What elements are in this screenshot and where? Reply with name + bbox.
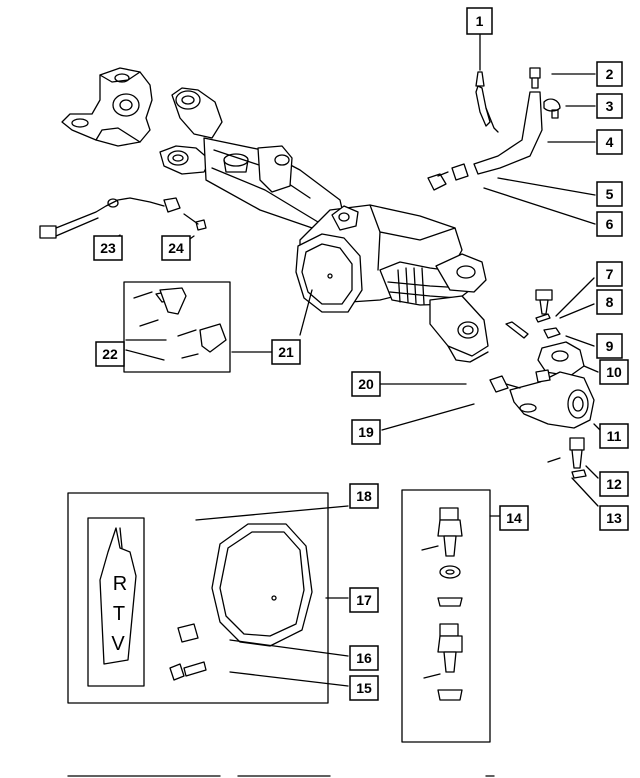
- ball-joint-kit-14: [401, 489, 501, 743]
- callout-box-3: [596, 93, 623, 119]
- callout-label-19: 19: [358, 424, 374, 440]
- stud-bolt: [505, 321, 529, 339]
- hose-clamp-3: [543, 98, 596, 119]
- nut-19-20: [377, 375, 521, 431]
- axle-housing: [159, 87, 489, 363]
- callout-label-20: 20: [358, 376, 374, 392]
- callout-box-16: [349, 645, 379, 671]
- callout-box-23: [93, 235, 123, 261]
- callout-box-11: [599, 423, 629, 449]
- castle-nut-9: [543, 327, 595, 347]
- vent-fitting-2: [529, 67, 596, 89]
- callout-box-5: [596, 181, 623, 207]
- callout-box-2: [596, 61, 623, 87]
- callout-box-8: [596, 289, 623, 315]
- callout-label-17: 17: [356, 592, 372, 608]
- lower-ball-joint-12: [569, 437, 599, 479]
- callout-label-7: 7: [606, 266, 614, 282]
- callout-box-19: [351, 419, 381, 445]
- steering-knuckle-11: [509, 371, 601, 431]
- callout-box-13: [599, 505, 629, 531]
- callout-box-20: [351, 371, 381, 397]
- callout-box-1: [466, 7, 493, 35]
- bolt-kit-22: [123, 281, 313, 373]
- callout-label-23: 23: [100, 240, 116, 256]
- callout-label-11: 11: [607, 428, 622, 444]
- callout-label-16: 16: [356, 650, 372, 666]
- callout-label-13: 13: [606, 510, 622, 526]
- callout-box-7: [596, 261, 623, 287]
- vent-hose-4: [473, 91, 596, 175]
- callout-box-14: [499, 505, 529, 531]
- callout-label-6: 6: [606, 216, 614, 232]
- callout-label-5: 5: [606, 186, 614, 202]
- callout-label-22: 22: [102, 346, 118, 362]
- rtv-letter-v: V: [111, 633, 125, 655]
- callout-box-4: [596, 129, 623, 155]
- cotter-pin-8: [535, 303, 595, 323]
- callout-box-10: [599, 359, 629, 385]
- callout-label-8: 8: [606, 294, 614, 310]
- callout-label-3: 3: [606, 98, 614, 114]
- callout-box-18: [349, 483, 379, 509]
- callout-label-1: 1: [476, 13, 484, 29]
- steering-knuckle-10: [537, 341, 599, 377]
- callout-label-21: 21: [278, 344, 294, 360]
- callout-box-12: [599, 471, 629, 497]
- callout-box-21: [271, 339, 301, 365]
- callout-label-9: 9: [606, 338, 614, 354]
- callout-box-17: [349, 587, 379, 613]
- steering-knuckle-left: [61, 67, 153, 147]
- rtv-letter-r: R: [113, 573, 127, 595]
- ball-joint-7: [535, 277, 595, 317]
- callout-box-15: [349, 675, 379, 701]
- bracket-small: [535, 369, 551, 383]
- callout-label-12: 12: [606, 476, 622, 492]
- callout-label-10: 10: [606, 364, 622, 380]
- rtv-letter-t: T: [113, 603, 125, 625]
- callout-box-6: [596, 211, 623, 237]
- callout-label-14: 14: [506, 510, 522, 526]
- callout-label-4: 4: [606, 134, 614, 150]
- vent-hose-1: [475, 34, 499, 133]
- hose-fitting-5: [427, 171, 596, 196]
- callout-box-9: [596, 333, 623, 359]
- callout-label-15: 15: [356, 680, 372, 696]
- callout-box-22: [95, 341, 125, 367]
- cover-kit-17: [67, 492, 349, 704]
- callout-label-18: 18: [356, 488, 372, 504]
- hose-clip-6: [451, 163, 596, 225]
- cotter-pin-13: [547, 457, 599, 507]
- callout-box-24: [161, 235, 191, 261]
- callout-label-2: 2: [606, 66, 614, 82]
- callout-label-24: 24: [168, 240, 184, 256]
